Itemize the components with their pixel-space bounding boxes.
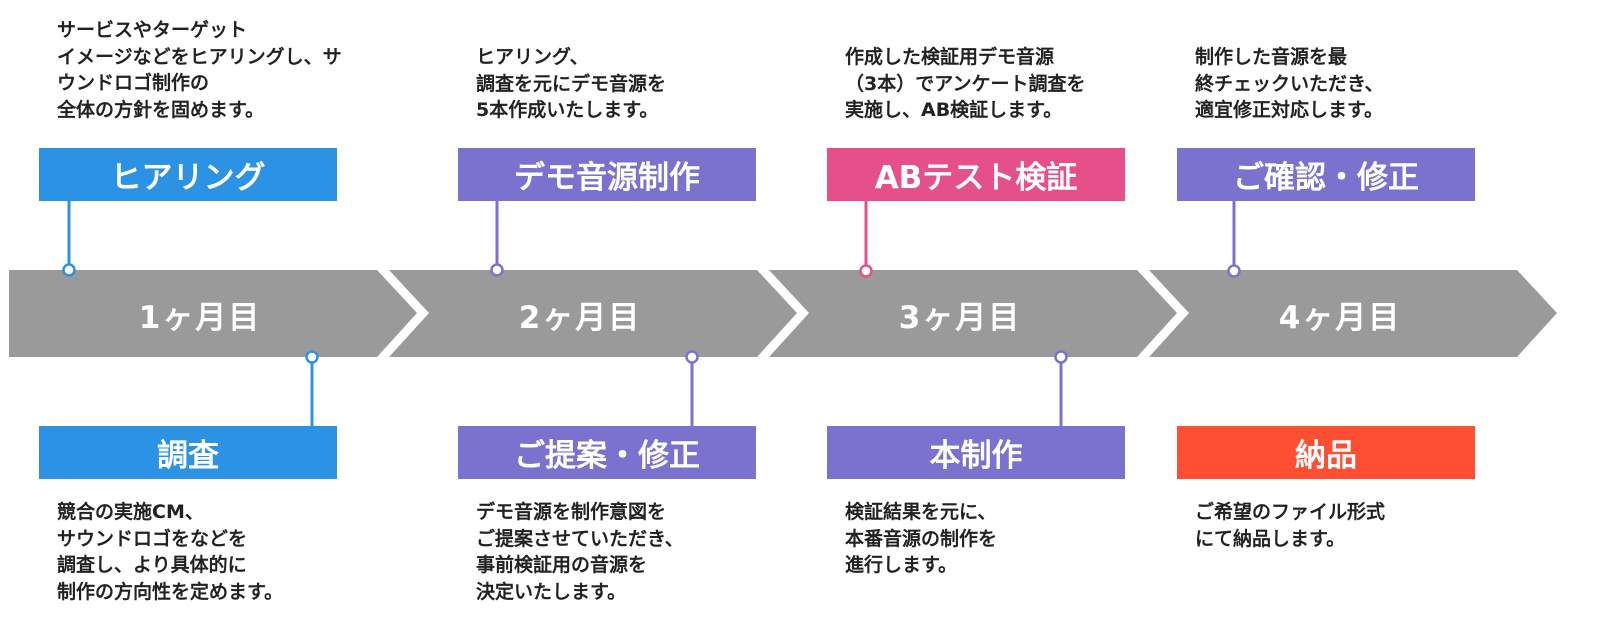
step-description-proposal: デモ音源を制作意図を ご提案させていただき、 事前検証用の音源を 決定いたします… [476,501,684,603]
month-label-2: 2ヶ月目 [518,300,642,336]
connector-pin-bottom-2 [685,350,699,364]
step-box-demo: デモ音源制作 [458,148,756,201]
step-description-demo: ヒアリング、 調査を元にデモ音源を 5本作成いたします。 [476,46,667,121]
connector-pin-top-3 [859,264,873,278]
connector-pin-bottom-1 [305,350,319,364]
connector-pin-bottom-3 [1054,350,1068,364]
connector-pin-top-1 [62,263,76,277]
step-box-proposal: ご提案・修正 [458,426,756,479]
step-box-abtest: ABテスト検証 [827,148,1125,201]
step-description-research: 競合の実施CM、 サウンドロゴをなどを 調査し、より具体的に 制作の方向性を定め… [57,501,284,603]
step-box-confirm: ご確認・修正 [1177,148,1475,201]
step-box-production: 本制作 [827,426,1125,479]
connector-pin-top-4 [1227,264,1241,278]
step-description-production: 検証結果を元に、 本番音源の制作を 進行します。 [845,501,998,576]
month-chevron-2 [389,270,797,357]
month-label-4: 4ヶ月目 [1278,300,1402,336]
step-description-abtest: 作成した検証用デモ音源 （3本）でアンケート調査を 実施し、AB検証します。 [845,46,1086,121]
connector-pin-top-2 [490,263,504,277]
month-chevron-4 [1149,270,1557,357]
step-box-research: 調査 [39,426,337,479]
month-chevron-3 [769,270,1177,357]
month-chevron-1 [9,270,417,357]
month-label-1: 1ヶ月目 [138,300,262,336]
step-description-confirm: 制作した音源を最 終チェックいただき、 適宜修正対応します。 [1195,46,1384,121]
step-box-hearing: ヒアリング [39,148,337,201]
month-label-3: 3ヶ月目 [898,300,1022,336]
step-box-delivery: 納品 [1177,426,1475,479]
step-description-delivery: ご希望のファイル形式 にて納品します。 [1195,501,1386,550]
step-description-hearing: サービスやターゲット イメージなどをヒアリングし、サ ウンドロゴ制作の 全体の方… [57,19,342,121]
